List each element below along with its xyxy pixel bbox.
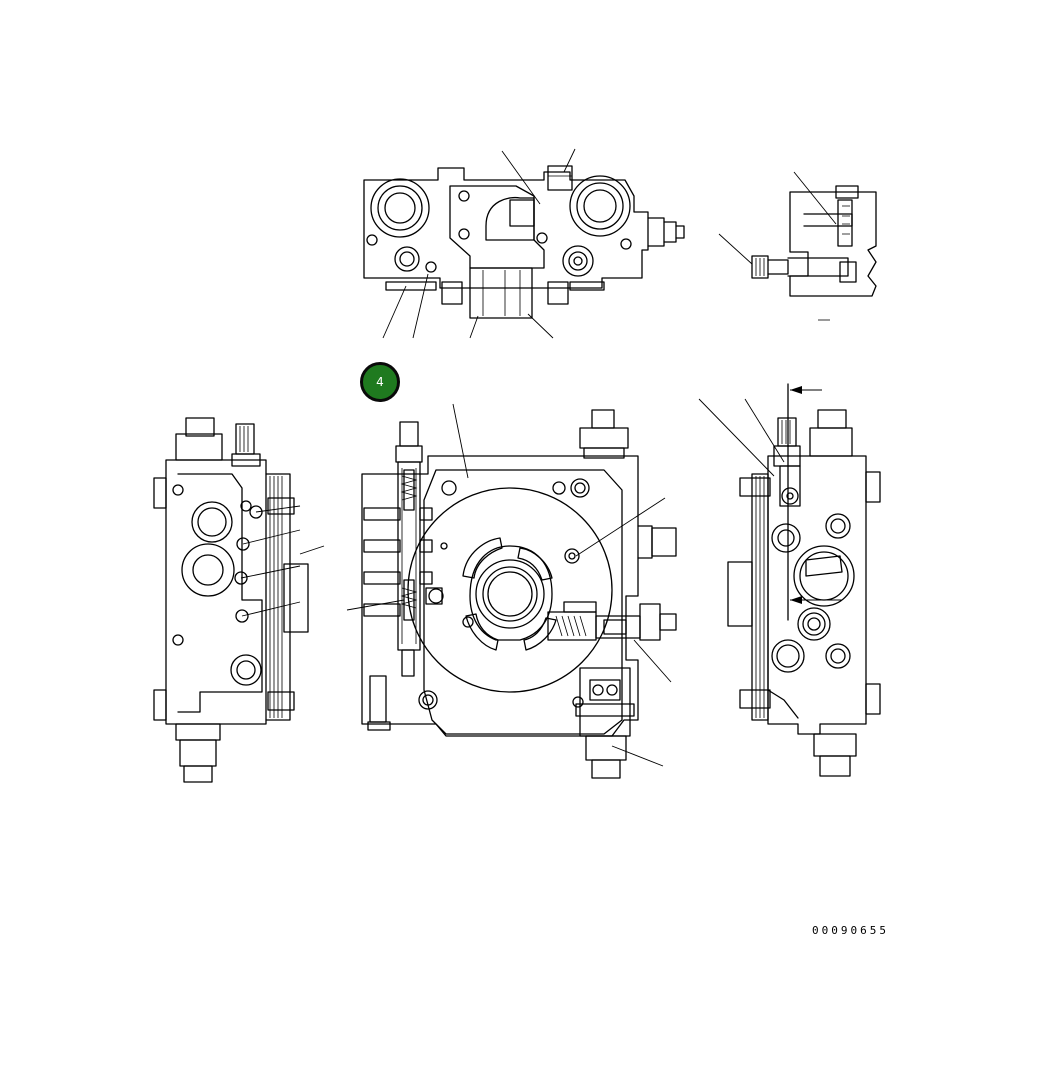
callout-number-label: 4 [376,375,384,389]
drawing-reference-number: 00090655 [812,924,889,937]
left-view [153,417,309,783]
front-view-leaders [346,403,672,767]
left-view-leaders [240,505,325,617]
front-view [361,409,677,779]
callout-number-badge[interactable]: 4 [360,362,400,402]
right-view-leaders [698,398,785,477]
detail-view-leaders [718,171,837,265]
right-view [727,383,881,777]
top-view [363,165,685,319]
top-view-leaders [382,148,576,339]
detail-view [751,185,877,321]
